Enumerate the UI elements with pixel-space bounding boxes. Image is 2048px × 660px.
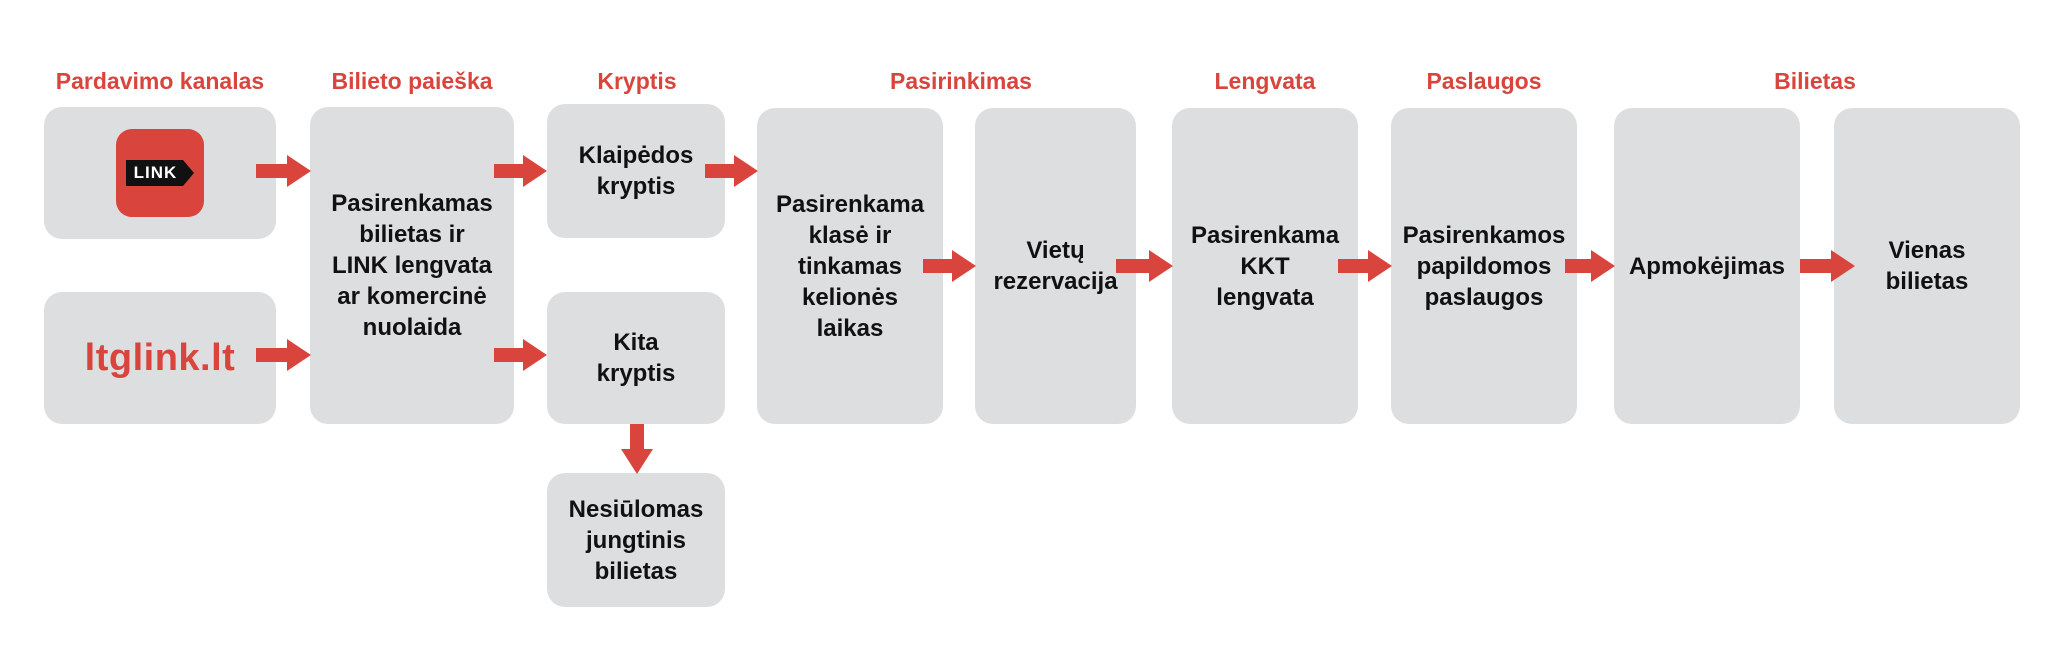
- channel-website-box: ltglink.lt: [44, 292, 276, 424]
- header-bilieto-paieska: Bilieto paieška: [331, 68, 493, 94]
- arrow-right-icon: [1800, 250, 1855, 282]
- step-single-ticket: Vienas bilietas: [1834, 108, 2020, 424]
- step-kkt-discount-label: Pasirenkama KKT lengvata: [1190, 221, 1340, 311]
- channel-app-box: LINK: [44, 107, 276, 239]
- header-paslaugos: Paslaugos: [1426, 68, 1542, 94]
- header-pasirinkimas: Pasirinkimas: [890, 68, 1032, 94]
- arrow-right-icon: [1565, 250, 1615, 282]
- step-seat-reservation-label: Vietų rezervacija: [993, 237, 1118, 295]
- arrow-right-icon: [705, 155, 758, 187]
- step-seat-reservation: Vietų rezervacija: [975, 108, 1136, 424]
- step-direction-other: Kita kryptis: [547, 292, 725, 424]
- website-name: ltglink.lt: [84, 336, 236, 379]
- step-payment: Apmokėjimas: [1614, 108, 1800, 424]
- step-ticket-search: Pasirenkamas bilietas ir LINK lengvata a…: [310, 107, 514, 424]
- step-direction-klaipeda-label: Klaipėdos kryptis: [578, 142, 694, 200]
- arrow-right-icon: [256, 155, 311, 187]
- step-payment-label: Apmokėjimas: [1628, 252, 1786, 280]
- arrow-down-icon: [621, 424, 653, 474]
- arrow-right-icon: [1116, 250, 1173, 282]
- step-direction-klaipeda: Klaipėdos kryptis: [547, 104, 725, 238]
- step-extra-services: Pasirenkamos papildomos paslaugos: [1391, 108, 1577, 424]
- link-logo-text: LINK: [125, 160, 184, 186]
- header-kryptis: Kryptis: [597, 68, 677, 94]
- link-tag-icon: LINK: [125, 160, 195, 186]
- step-kkt-discount: Pasirenkama KKT lengvata: [1172, 108, 1358, 424]
- header-lengvata: Lengvata: [1214, 68, 1316, 94]
- arrow-right-icon: [256, 339, 311, 371]
- step-ticket-search-label: Pasirenkamas bilietas ir LINK lengvata a…: [331, 190, 493, 341]
- arrow-right-icon: [494, 339, 547, 371]
- step-no-combined-ticket-label: Nesiūlomas jungtinis bilietas: [568, 495, 704, 585]
- arrow-right-icon: [494, 155, 547, 187]
- step-extra-services-label: Pasirenkamos papildomos paslaugos: [1402, 221, 1566, 311]
- step-no-combined-ticket: Nesiūlomas jungtinis bilietas: [547, 473, 725, 607]
- arrow-right-icon: [1338, 250, 1392, 282]
- step-single-ticket-label: Vienas bilietas: [1885, 237, 1969, 295]
- header-pardavimo-kanalas: Pardavimo kanalas: [55, 68, 265, 94]
- arrow-right-icon: [923, 250, 976, 282]
- step-class-and-time-label: Pasirenkama klasė ir tinkamas kelionės l…: [775, 190, 925, 342]
- header-bilietas: Bilietas: [1774, 68, 1856, 94]
- link-app-logo: LINK: [116, 129, 204, 217]
- step-direction-other-label: Kita kryptis: [596, 329, 676, 387]
- step-class-and-time: Pasirenkama klasė ir tinkamas kelionės l…: [757, 108, 943, 424]
